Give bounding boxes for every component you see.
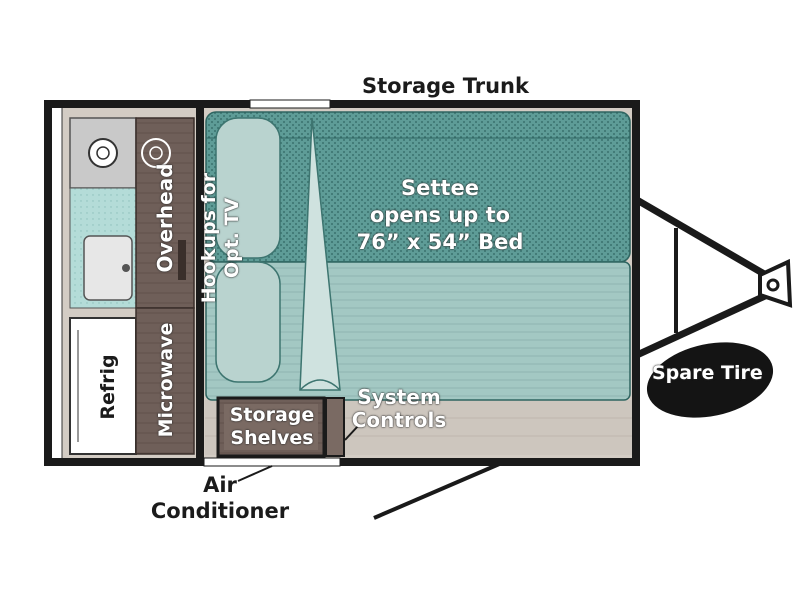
label-settee-line1: Settee bbox=[401, 176, 479, 200]
label-air-conditioner-line2: Conditioner bbox=[150, 499, 290, 523]
overhead-cabinet bbox=[135, 117, 195, 309]
label-storage-trunk: Storage Trunk bbox=[362, 74, 529, 98]
spare-tire-shape bbox=[646, 342, 774, 418]
microwave-cabinet bbox=[135, 307, 195, 455]
label-system-controls-line2: Controls bbox=[351, 408, 447, 432]
label-settee-line2: opens up to bbox=[369, 203, 511, 227]
entry-door bbox=[373, 460, 505, 520]
label-storage-shelves: Storage Shelves bbox=[222, 404, 322, 450]
label-air-conditioner-line1: Air bbox=[203, 473, 237, 497]
label-storage-shelves-line1: Storage bbox=[229, 404, 315, 426]
label-system-controls: System Controls bbox=[340, 386, 458, 432]
label-hookups: Hookups for Opt. TV bbox=[198, 168, 246, 308]
label-settee: Settee opens up to 76” x 54” Bed bbox=[340, 175, 540, 256]
trailer-tongue bbox=[635, 196, 793, 359]
label-system-controls-line1: System bbox=[357, 385, 441, 409]
label-hookups-line1: Hookups for bbox=[198, 172, 220, 304]
label-overhead: Overhead bbox=[153, 163, 177, 273]
sink bbox=[83, 235, 133, 301]
label-refrig: Refrig bbox=[97, 354, 119, 420]
label-hookups-line2: Opt. TV bbox=[221, 197, 243, 279]
label-air-conditioner: Air Conditioner bbox=[140, 472, 300, 524]
label-storage-shelves-line2: Shelves bbox=[230, 427, 314, 449]
label-settee-line3: 76” x 54” Bed bbox=[356, 230, 524, 254]
label-microwave: Microwave bbox=[155, 322, 177, 438]
label-spare-tire: Spare Tire bbox=[652, 362, 763, 384]
